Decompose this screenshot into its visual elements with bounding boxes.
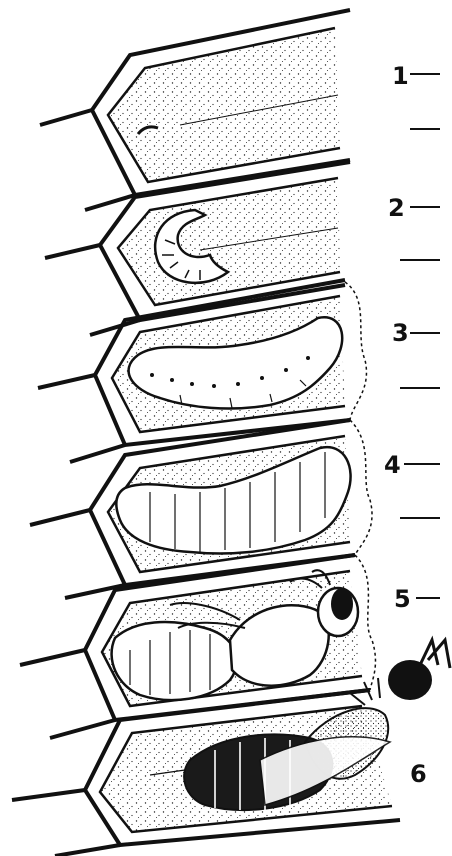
pupa-eye (331, 588, 353, 620)
cell-1-egg (40, 10, 350, 210)
label-3: 3 (392, 319, 409, 347)
bee-head (388, 660, 432, 700)
label-1: 1 (392, 62, 409, 90)
label-5: 5 (394, 585, 411, 613)
label-6: 6 (410, 760, 427, 788)
cell-3-larva (38, 280, 366, 462)
label-4: 4 (384, 451, 401, 479)
label-2: 2 (388, 194, 405, 222)
